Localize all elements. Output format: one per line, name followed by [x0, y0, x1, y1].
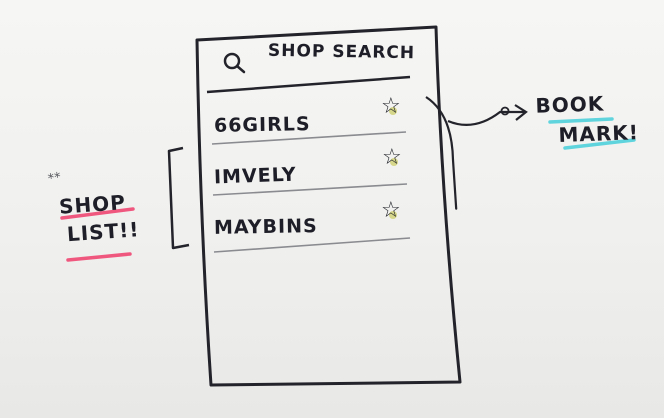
shop-name-maybins[interactable]: MAYBINS	[213, 215, 318, 239]
bookmark-line1: BOOK	[535, 91, 605, 118]
row-divider-1	[211, 131, 407, 145]
shop-list-bracket	[167, 146, 190, 250]
search-label[interactable]: SHOP SEARCH	[267, 40, 416, 64]
bookmark-arrow-dot	[500, 106, 510, 116]
shop-name-66girls[interactable]: 66GIRLS	[213, 113, 311, 137]
bookmark-arrow-curve	[447, 110, 524, 126]
search-divider	[206, 75, 411, 94]
search-icon	[223, 52, 246, 74]
list-underline	[66, 252, 132, 262]
row-divider-2	[212, 183, 408, 196]
bookmark-line2: MARK!	[558, 120, 640, 148]
bookmark-star-icon[interactable]: ☆	[382, 145, 402, 170]
row-divider-3	[213, 237, 411, 253]
bookmark-star-icon[interactable]: ☆	[381, 198, 401, 223]
shop-underline	[60, 207, 135, 220]
shop-list-line2: LIST!!	[66, 217, 141, 247]
mark-underline	[563, 138, 636, 150]
bookmark-star-icon[interactable]: ☆	[381, 94, 401, 119]
star-fill	[390, 158, 398, 166]
bookmark-arrow	[425, 96, 458, 210]
bookmark-annotation: BOOK MARK!	[535, 87, 639, 151]
shop-list-annotation: SHOP LIST!!	[58, 187, 140, 248]
book-underline	[548, 117, 614, 124]
star-fill	[389, 107, 397, 115]
star-fill	[389, 211, 397, 219]
phone-frame	[195, 25, 462, 387]
shop-name-imvely[interactable]: IMVELY	[213, 163, 297, 189]
bookmark-arrow-head	[514, 104, 528, 121]
deco-stars: **	[46, 169, 63, 188]
